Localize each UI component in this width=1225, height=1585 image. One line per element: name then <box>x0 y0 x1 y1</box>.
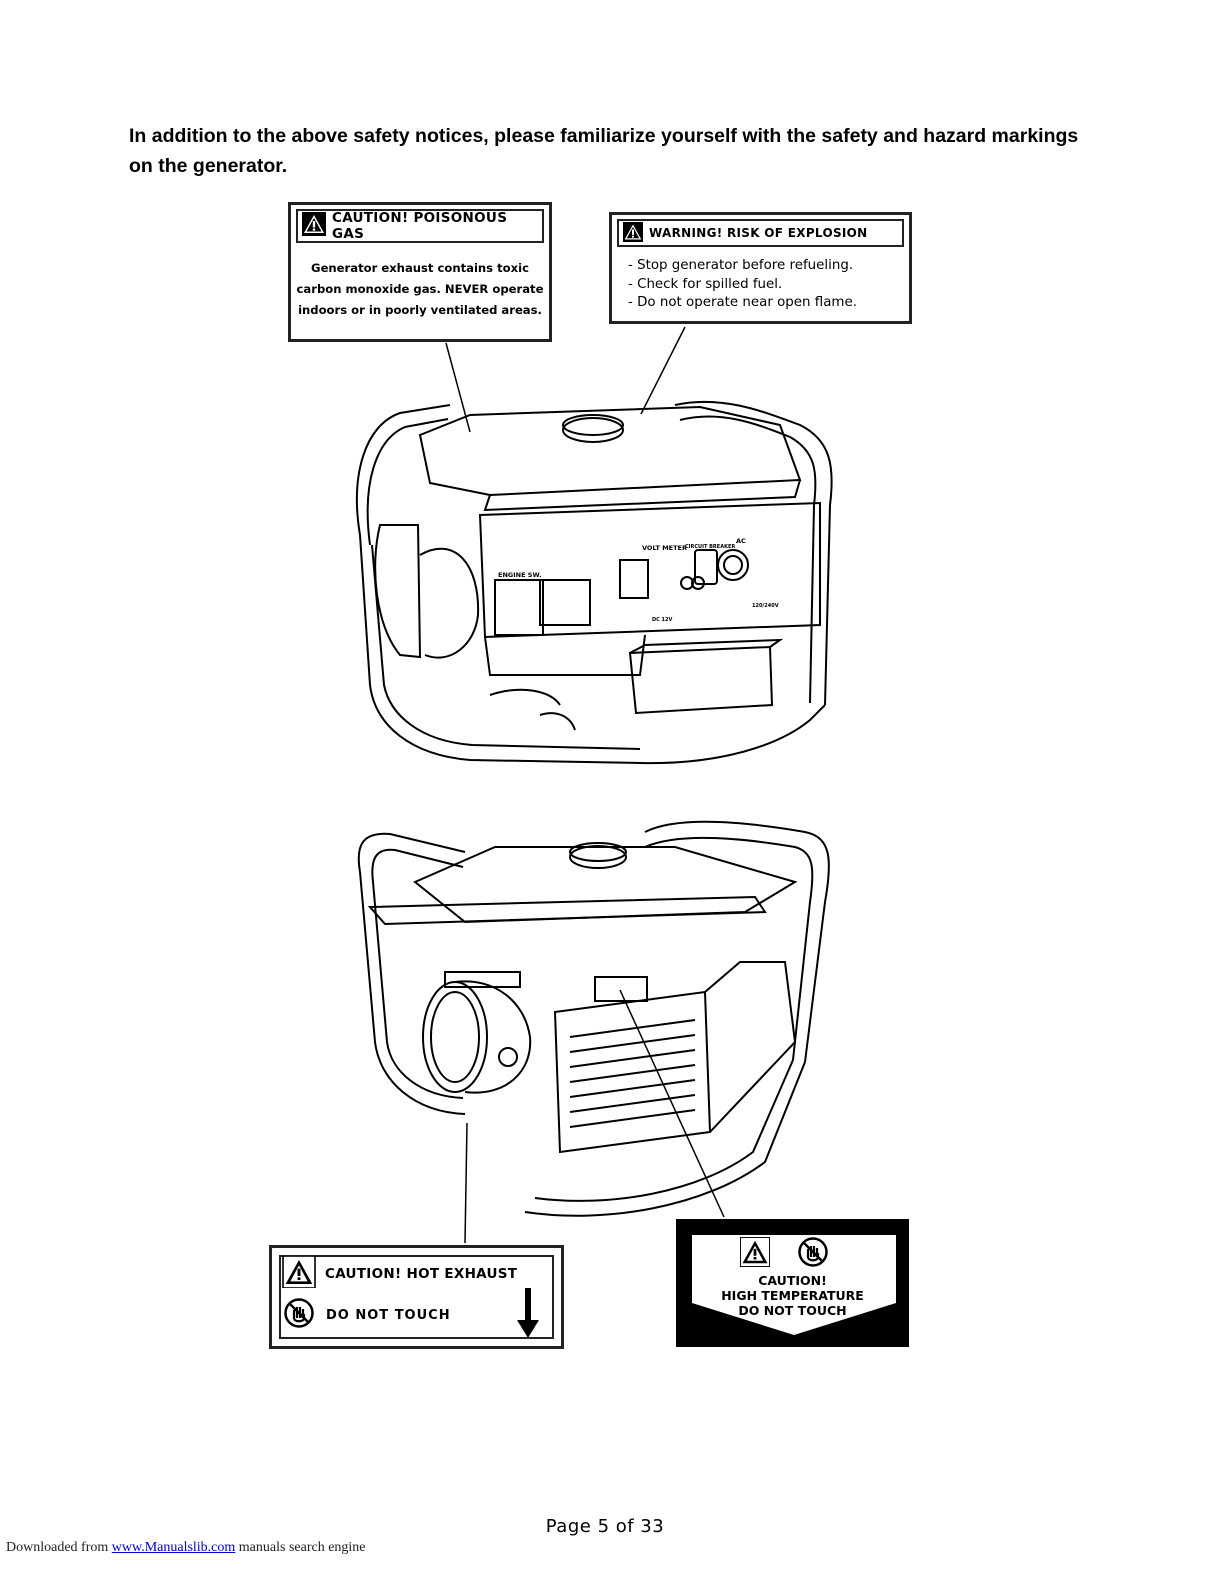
explosion-line-1: - Stop generator before refueling. <box>628 258 854 273</box>
explosion-line-3: - Do not operate near open flame. <box>628 295 857 310</box>
explosion-warning-header: WARNING! RISK OF EXPLOSION <box>617 219 904 247</box>
poisonous-gas-header: CAUTION! POISONOUS GAS <box>296 209 544 243</box>
explosion-warning-title: WARNING! RISK OF EXPLOSION <box>649 226 868 240</box>
high-temperature-line-2: HIGH TEMPERATURE <box>721 1288 864 1303</box>
generator-front-illustration: ENGINE SW. VOLT METER CIRCUIT BREAKER AC… <box>356 400 833 765</box>
panel-volt-meter-text: VOLT METER <box>642 544 687 552</box>
poisonous-gas-line-3: indoors or in poorly ventilated areas. <box>298 303 542 317</box>
panel-ac-text: AC <box>736 537 746 545</box>
page-number: Page 5 of 33 <box>545 1516 665 1537</box>
manualslib-link[interactable]: www.Manualslib.com <box>111 1540 236 1555</box>
poisonous-gas-title: CAUTION! POISONOUS GAS <box>332 210 508 242</box>
panel-circuit-breaker-text: CIRCUIT BREAKER <box>685 544 735 550</box>
hot-exhaust-label: CAUTION! HOT EXHAUST DO NOT TOUCH <box>269 1245 564 1349</box>
panel-engine-switch-text: ENGINE SW. <box>498 571 542 579</box>
intro-paragraph: In addition to the above safety notices,… <box>129 125 1079 177</box>
do-not-touch-hand-icon <box>798 1237 828 1272</box>
high-temperature-line-1: CAUTION! <box>758 1273 827 1288</box>
warning-triangle-icon <box>739 1236 771 1272</box>
poisonous-gas-line-1: Generator exhaust contains toxic <box>311 261 529 275</box>
panel-dc-text: DC 12V <box>652 617 673 623</box>
poisonous-gas-label: CAUTION! POISONOUS GAS Generator exhaust… <box>288 202 552 342</box>
panel-volts-out-text: 120/240V <box>752 603 779 609</box>
warning-triangle-icon <box>302 212 326 240</box>
high-temperature-label: CAUTION! HIGH TEMPERATURE DO NOT TOUCH <box>676 1219 909 1347</box>
generator-rear-illustration <box>357 820 830 1217</box>
hot-exhaust-title: CAUTION! HOT EXHAUST <box>325 1266 518 1282</box>
warning-triangle-icon <box>623 221 643 245</box>
poisonous-gas-line-2: carbon monoxide gas. NEVER operate <box>296 282 544 296</box>
do-not-touch-hand-icon <box>284 1298 314 1332</box>
download-footer: Downloaded from www.Manualslib.com manua… <box>6 1540 366 1556</box>
high-temperature-line-3: DO NOT TOUCH <box>738 1303 847 1318</box>
warning-triangle-icon <box>282 1255 316 1292</box>
down-arrow-icon <box>517 1288 539 1345</box>
download-prefix-text: Downloaded from <box>6 1540 112 1555</box>
hot-exhaust-subtitle: DO NOT TOUCH <box>326 1307 451 1323</box>
download-suffix-text: manuals search engine <box>235 1540 366 1555</box>
explosion-line-2: - Check for spilled fuel. <box>628 276 783 292</box>
explosion-warning-label: WARNING! RISK OF EXPLOSION - Stop genera… <box>609 212 912 324</box>
